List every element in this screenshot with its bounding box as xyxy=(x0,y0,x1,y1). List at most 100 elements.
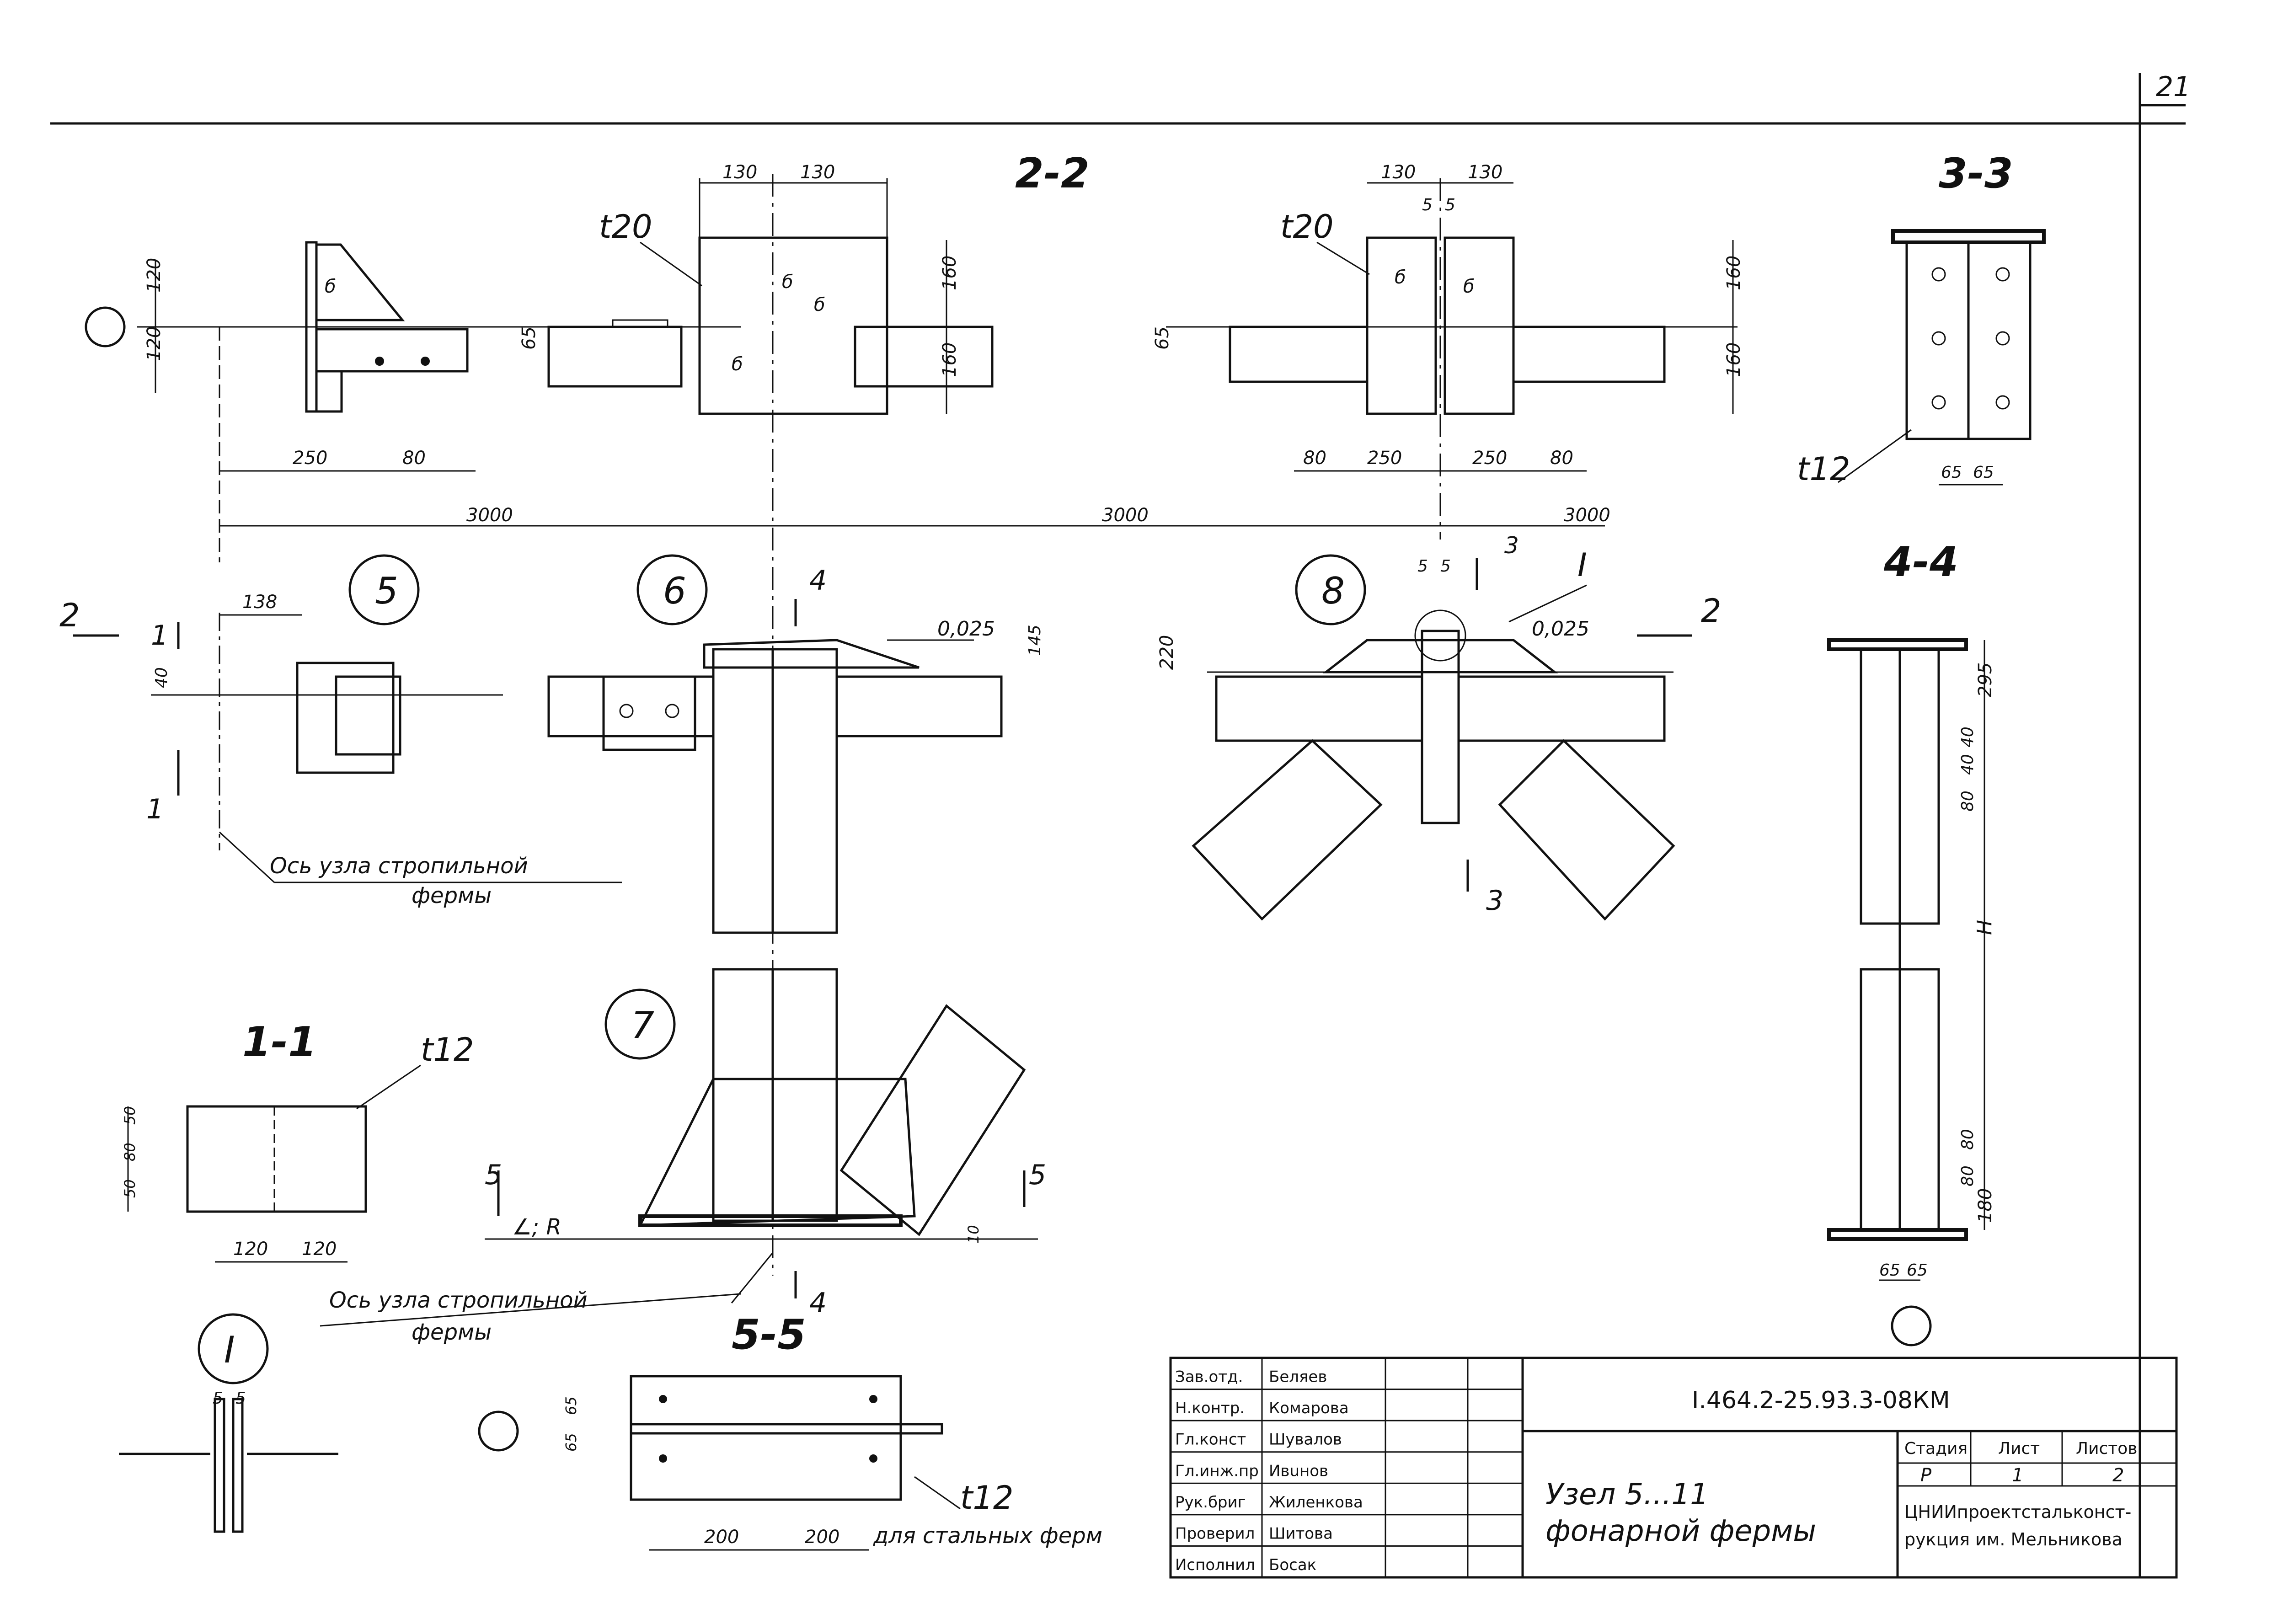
title-block: I.464.2-25.93.3-08КМ Узел 5...11 фонарно… xyxy=(1169,1357,2178,1579)
svg-text:160: 160 xyxy=(1723,256,1744,290)
node-8-marker xyxy=(1295,554,1366,625)
section-4-4-title: 4-4 xyxy=(1883,538,1958,586)
svg-text:145: 145 xyxy=(1026,625,1044,656)
svg-text:4: 4 xyxy=(809,1287,827,1319)
svg-text:4: 4 xyxy=(809,565,827,597)
svg-text:80: 80 xyxy=(121,1143,139,1161)
svg-text:65: 65 xyxy=(519,326,540,350)
svg-text:1: 1 xyxy=(151,620,168,652)
node-6: 6 4 0,025 145 xyxy=(547,554,1044,934)
svg-text:1: 1 xyxy=(2012,1465,2023,1486)
svg-text:120: 120 xyxy=(302,1239,337,1260)
t12-label-c: t12 xyxy=(960,1479,1014,1517)
svg-text:65: 65 xyxy=(1907,1261,1928,1280)
detail-I-marker xyxy=(198,1313,269,1384)
svg-text:65: 65 xyxy=(562,1433,580,1452)
svg-text:138: 138 xyxy=(242,592,277,613)
svg-text:160: 160 xyxy=(939,342,960,377)
svg-text:80: 80 xyxy=(1958,1165,1977,1186)
svg-text:10: 10 xyxy=(965,1225,982,1244)
svg-text:120: 120 xyxy=(233,1239,268,1260)
t20-label-a: t20 xyxy=(599,208,652,246)
svg-text:120: 120 xyxy=(144,326,165,361)
t12-label-a: t12 xyxy=(1797,450,1850,488)
svg-text:Лист: Лист xyxy=(1998,1439,2040,1458)
svg-text:8: 8 xyxy=(1321,570,1345,612)
axis-marker-bottom xyxy=(478,1410,519,1452)
signature-name: Ивuнов xyxy=(1269,1462,1328,1480)
axis-note-2b: фермы xyxy=(412,1320,492,1345)
signature-name: Жиленкова xyxy=(1269,1493,1363,1512)
svg-text:Р: Р xyxy=(1920,1465,1932,1486)
svg-text:65: 65 xyxy=(1941,463,1962,482)
signature-role: Проверил xyxy=(1175,1524,1255,1543)
sheet-frame: 21 xyxy=(50,71,2191,1577)
signature-role: Гл.инж.пр xyxy=(1175,1462,1259,1480)
org-line-2: рукция им. Мельникова xyxy=(1904,1529,2123,1549)
svg-text:б: б xyxy=(782,272,793,293)
svg-text:3: 3 xyxy=(1504,532,1519,559)
drawing-code: I.464.2-25.93.3-08КМ xyxy=(1692,1387,1950,1414)
signature-name: Шувалов xyxy=(1269,1431,1342,1449)
sheet-number: 21 xyxy=(2156,71,2191,103)
svg-text:б: б xyxy=(732,354,743,375)
svg-text:65: 65 xyxy=(562,1396,580,1415)
svg-text:б: б xyxy=(1395,267,1406,288)
section-1-1: 1-1 t12 50 80 50 120 120 xyxy=(121,1018,474,1263)
axis-marker-left xyxy=(85,306,126,347)
section-1-1-title: 1-1 xyxy=(242,1018,317,1066)
t20-label-b: t20 xyxy=(1280,208,1334,246)
node-7-marker xyxy=(604,988,676,1060)
splice-right-top: t20 130 130 5 5 65 160 160 80 250 250 80… xyxy=(1152,162,1744,540)
drawing-title-1: Узел 5...11 xyxy=(1545,1478,1709,1512)
svg-text:40: 40 xyxy=(152,667,171,688)
svg-text:220: 220 xyxy=(1156,635,1177,670)
svg-text:3000: 3000 xyxy=(466,505,513,526)
svg-text:200: 200 xyxy=(805,1527,839,1548)
svg-text:б: б xyxy=(814,294,825,315)
svg-text:0,025: 0,025 xyxy=(1532,617,1589,641)
svg-text:2: 2 xyxy=(2112,1465,2124,1486)
node-5-marker xyxy=(348,554,420,625)
svg-text:80: 80 xyxy=(1958,791,1977,812)
svg-text:250: 250 xyxy=(1472,448,1507,469)
signature-role: Гл.конст xyxy=(1175,1431,1246,1449)
svg-text:б: б xyxy=(325,276,336,297)
svg-text:40: 40 xyxy=(1958,754,1977,775)
section-5-5: 5-5 65 65 200 200 t12 для стальных ферм xyxy=(478,1311,1102,1551)
svg-text:б: б xyxy=(1463,276,1475,297)
svg-text:5: 5 xyxy=(213,1389,223,1408)
svg-text:80: 80 xyxy=(1303,448,1326,469)
section-3-3: 3-3 t12 65 65 xyxy=(1797,150,2046,488)
axis-marker-right xyxy=(1891,1305,1932,1346)
svg-text:7: 7 xyxy=(631,1004,654,1047)
svg-text:I: I xyxy=(1577,546,1587,584)
svg-text:80: 80 xyxy=(402,448,426,469)
svg-text:120: 120 xyxy=(144,258,165,293)
svg-text:250: 250 xyxy=(1367,448,1402,469)
svg-text:1: 1 xyxy=(146,793,164,825)
svg-text:180: 180 xyxy=(1975,1188,1996,1223)
svg-text:H: H xyxy=(1973,920,1996,935)
svg-text:130: 130 xyxy=(800,162,835,183)
svg-text:2: 2 xyxy=(59,597,80,634)
node-6-marker xyxy=(636,554,708,625)
svg-text:160: 160 xyxy=(1723,342,1744,377)
svg-text:160: 160 xyxy=(939,256,960,290)
signature-name: Босак xyxy=(1269,1556,1316,1574)
signature-role: Н.контр. xyxy=(1175,1399,1245,1417)
svg-text:130: 130 xyxy=(1381,162,1416,183)
axis-note-1: Ось узла стропильной xyxy=(270,853,528,879)
signature-role: Рук.бриг xyxy=(1175,1493,1246,1512)
section-5-5-title: 5-5 xyxy=(732,1311,806,1359)
svg-text:I: I xyxy=(224,1329,235,1371)
svg-text:3000: 3000 xyxy=(1102,505,1149,526)
t12-label-b: t12 xyxy=(421,1031,474,1068)
node-8: 8 I 5 5 3 0,025 220 2 3 xyxy=(1156,532,1722,921)
svg-text:5: 5 xyxy=(1422,196,1433,214)
svg-text:5: 5 xyxy=(1440,557,1451,576)
svg-text:40: 40 xyxy=(1958,727,1977,748)
signature-role: Исполнил xyxy=(1175,1556,1255,1574)
